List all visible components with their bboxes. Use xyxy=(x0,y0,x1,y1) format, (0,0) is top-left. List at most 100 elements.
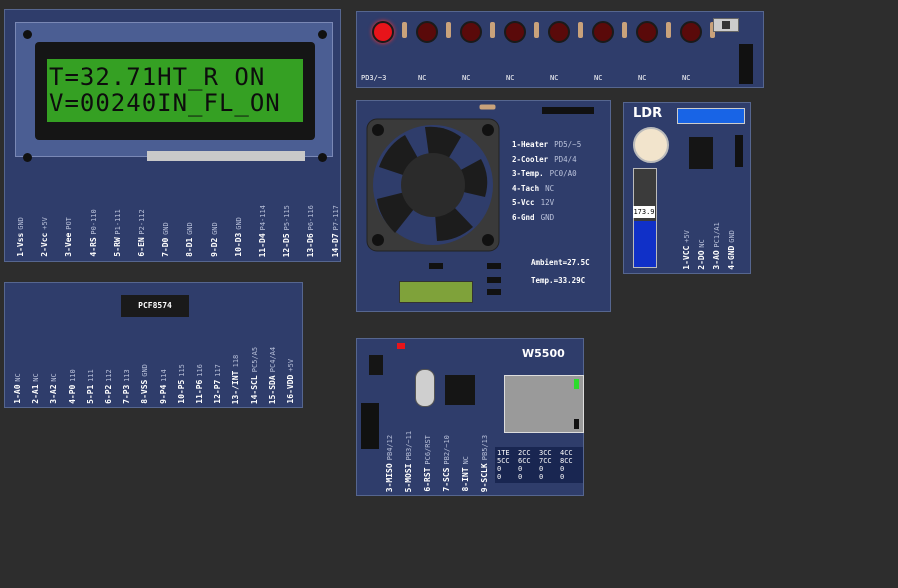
pin-connection: PC1/A1 xyxy=(713,222,721,248)
led-indicator xyxy=(680,21,702,43)
pin-connection: 113 xyxy=(123,369,132,382)
led-label: PD3/~3 xyxy=(361,74,387,82)
table-cell: 8CC xyxy=(560,457,573,465)
pin-connection: P7-117 xyxy=(331,204,340,230)
ldr-light-slider[interactable] xyxy=(633,168,657,268)
pin-label: 14-SCLPC5/A5 xyxy=(250,347,259,404)
pin-label: 5-RWP1-111 xyxy=(113,209,122,257)
pin-name: 2-Cooler xyxy=(512,154,549,164)
ldr-comparator-chip xyxy=(689,137,713,169)
table-cell: 1TE xyxy=(497,449,510,457)
pin-connection: NC xyxy=(14,373,22,382)
pin-connection: GND xyxy=(162,222,171,235)
pin-label: 11-P6116 xyxy=(195,364,204,404)
pin-label: 13-D6P6-116 xyxy=(306,205,315,257)
led-label: NC xyxy=(418,74,427,82)
pin-name: 12-D5 xyxy=(282,232,292,257)
pin-connection: 112 xyxy=(105,369,113,382)
pin-label: 2-DONC xyxy=(697,239,706,270)
pin-connection: PB3/~11 xyxy=(405,430,413,461)
pin-name: 3-A2 xyxy=(49,384,59,404)
lcd-pin-header xyxy=(147,151,305,161)
power-led xyxy=(397,343,405,349)
pin-name: 5-P1 xyxy=(85,384,95,404)
table-cell: 4CC xyxy=(560,449,573,457)
temp-sensor xyxy=(399,281,473,303)
ldr-pin-header xyxy=(735,135,743,167)
pin-name: 6-Gnd xyxy=(512,212,535,222)
pin-connection: NC xyxy=(32,373,41,382)
resistor xyxy=(490,22,495,38)
fan-icon xyxy=(365,117,501,253)
temp-readout: Temp.=33.29C xyxy=(531,276,586,285)
led-label: NC xyxy=(462,74,471,82)
mount-hole xyxy=(318,30,327,39)
ldr-potentiometer[interactable] xyxy=(677,108,745,124)
led-indicator xyxy=(636,21,658,43)
pin-connection: GND xyxy=(210,222,219,235)
led-indicator xyxy=(592,21,614,43)
toggle-switch[interactable] xyxy=(713,18,739,32)
transistor xyxy=(487,289,501,295)
mount-hole xyxy=(318,153,327,162)
transistor xyxy=(429,263,443,269)
led-label: NC xyxy=(682,74,691,82)
table-cell: 6CC xyxy=(518,457,531,465)
fan-pin-label: 3-Temp.PC0/A0 xyxy=(512,169,577,178)
table-cell: 0 xyxy=(497,465,502,473)
pin-name: 4-Tach xyxy=(512,183,540,193)
pin-name: 3-MISO xyxy=(385,463,394,492)
pin-connection: 118 xyxy=(232,354,241,368)
rj45-jack xyxy=(504,375,584,433)
lcd-line-2: V=00240IN_FL_ON xyxy=(49,89,281,117)
pin-label: 1-VCC+5V xyxy=(682,230,691,270)
pin-label: 8-VSSGND xyxy=(140,364,149,404)
pin-name: 11-P6 xyxy=(195,379,204,404)
pin-connection: GND xyxy=(234,217,243,230)
resistor xyxy=(446,22,451,38)
pin-name: 8-D1 xyxy=(185,237,195,257)
table-cell: 0 xyxy=(518,465,523,473)
pin-connection: 111 xyxy=(86,369,95,382)
pin-label: 9-P4114 xyxy=(159,369,168,404)
pin-connection: PC6/RST xyxy=(424,435,432,465)
pin-label: 3-AOPC1/A1 xyxy=(712,222,721,270)
pin-connection: P1-111 xyxy=(113,209,122,235)
table-cell: 3CC xyxy=(539,449,552,457)
lcd-screen: T=32.71HT_R ON V=00240IN_FL_ON xyxy=(47,59,303,122)
pin-label: 2-Vcc+5V xyxy=(40,217,49,257)
table-cell: 0 xyxy=(497,473,502,481)
pin-connection: PD4/4 xyxy=(554,154,577,164)
regulator-chip xyxy=(369,355,383,375)
pin-label: 15-SDAPC4/A4 xyxy=(268,347,277,404)
pin-label: 8-D1GND xyxy=(185,222,194,257)
pin-label: 12-P7117 xyxy=(213,364,222,404)
pin-connection: 117 xyxy=(214,364,223,377)
pin-name: 13-D6 xyxy=(306,232,316,257)
table-cell: 0 xyxy=(539,473,544,481)
pin-label: 4-GNDGND xyxy=(727,230,736,270)
pin-name: 15-SDA xyxy=(267,375,277,404)
pin-connection: P2-112 xyxy=(138,209,146,235)
pin-name: 2-DO xyxy=(697,250,706,270)
pin-name: 4-RS xyxy=(88,237,98,257)
pin-connection: P4-114 xyxy=(259,204,267,230)
pin-connection: +5V xyxy=(287,359,295,373)
pin-label: 10-P5115 xyxy=(177,364,186,404)
table-cell: 0 xyxy=(560,473,565,481)
transistor xyxy=(487,263,501,269)
pin-label: 7-D0GND xyxy=(161,222,170,257)
pin-name: 9-SCLK xyxy=(480,463,489,492)
w5500-chip xyxy=(445,375,475,405)
pin-label: 4-P0110 xyxy=(68,369,77,404)
pin-name: 6-RST xyxy=(423,467,432,492)
ldr-sensor-icon xyxy=(633,127,669,163)
pin-name: 3-Vee xyxy=(64,232,74,257)
pin-name: 13-/INT xyxy=(231,370,241,404)
pin-connection: +5V xyxy=(41,217,50,230)
pin-label: 8-INTNC xyxy=(461,456,470,492)
